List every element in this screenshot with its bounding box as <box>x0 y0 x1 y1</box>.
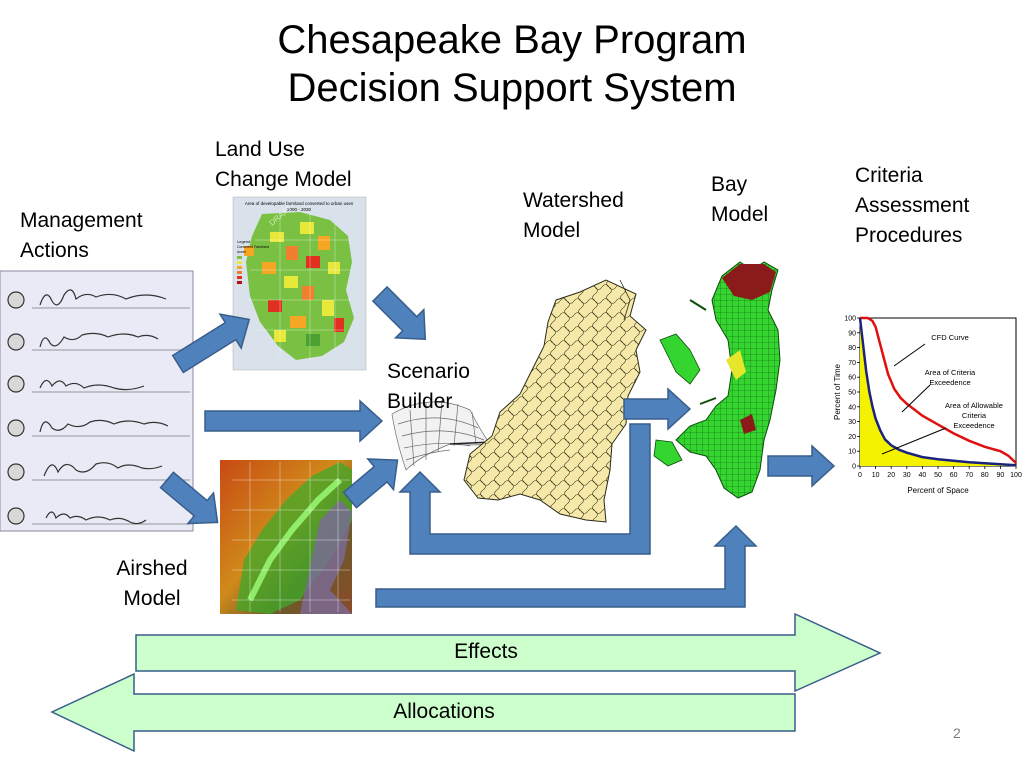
land-use-legend-title: Legend <box>237 239 250 244</box>
scenario-builder-mesh <box>391 399 493 471</box>
chart-xtick-label: 70 <box>965 472 973 479</box>
airshed-label-line1: Airshed <box>116 557 188 580</box>
management-label-line1: Management <box>20 209 143 232</box>
land-use-label-line2: Change Model <box>215 168 352 191</box>
management-label-line2: Actions <box>20 239 89 262</box>
criteria-label-line1: Criteria <box>855 164 923 187</box>
effects-label: Effects <box>454 640 518 663</box>
effects-band <box>135 612 882 693</box>
arrow-airshed-to-bay <box>375 524 758 608</box>
watershed-model-label: Watershed Model <box>523 186 624 246</box>
allocations-label: Allocations <box>393 700 495 723</box>
arrow-watershed-to-bay <box>623 387 692 431</box>
slide-title: Chesapeake Bay Program Decision Support … <box>0 16 1024 112</box>
chart-xtick-label: 100 <box>1010 472 1022 479</box>
chart-annotation-text: Area of Allowable <box>945 401 1003 410</box>
arrow-landuse-to-scenario <box>371 285 427 341</box>
management-actions-label: Management Actions <box>20 206 143 266</box>
cfd-chart: 0 10 20 30 40 50 60 70 80 90 100 0 10 20 30 40 50 60 70 80 9… <box>833 316 1022 496</box>
chart-series-line-1 <box>858 317 1017 467</box>
chart-xtick-label: 30 <box>903 472 911 479</box>
scenario-builder-label: Scenario Builder <box>387 357 470 417</box>
allocations-band <box>50 672 796 753</box>
page-number: 2 <box>953 725 961 741</box>
chart-yaxis-label: Percent of Time <box>833 363 842 420</box>
chart-xtick-label: 10 <box>872 472 880 479</box>
chart-annotation-leader <box>901 384 931 413</box>
airshed-label-line2: Model <box>123 587 181 610</box>
chart-xtick-label: 60 <box>950 472 958 479</box>
scenario-label-line2: Builder <box>387 390 453 413</box>
chart-annotation-text: Area of Criteria <box>925 368 976 377</box>
criteria-assessment-label: Criteria Assessment Procedures <box>855 161 969 251</box>
chart-xtick-label: 40 <box>919 472 927 479</box>
chart-ytick-label: 70 <box>848 360 856 367</box>
bay-label-line2: Model <box>711 203 769 226</box>
land-use-map-title: Area of developable farmland converted t… <box>245 201 354 206</box>
criteria-label-line2: Assessment <box>855 194 970 217</box>
signatures-image <box>0 270 194 532</box>
chart-ytick-label: 100 <box>844 316 856 323</box>
arrow-watershed-loop-to-scenario <box>398 423 651 555</box>
chart-annotation-leader <box>881 427 947 455</box>
land-use-legend-subtitle: Converted Farmland <box>237 245 269 249</box>
chart-ytick-label: 40 <box>848 404 856 411</box>
chart-ytick-label: 30 <box>848 419 856 426</box>
watershed-label-line2: Model <box>523 219 581 242</box>
land-use-label: Land Use Change Model <box>215 135 352 195</box>
chart-xtick-label: 50 <box>934 472 942 479</box>
chart-ytick-label: 80 <box>848 345 856 352</box>
chart-annotation-text: Exceedence <box>953 421 994 430</box>
chart-annotation-leader <box>893 343 926 367</box>
arrow-management-to-scenario <box>204 399 384 443</box>
bay-model-label: Bay Model <box>711 170 768 230</box>
chart-xtick-label: 20 <box>887 472 895 479</box>
bay-label-line1: Bay <box>711 173 748 196</box>
arrow-airshed-to-scenario <box>342 458 399 509</box>
chart-ytick-label: 10 <box>848 449 856 456</box>
chart-ytick-label: 20 <box>848 434 856 441</box>
land-use-legend-unit: Acres <box>237 250 246 254</box>
land-use-map-image: Area of developable farmland converted t… <box>232 196 367 371</box>
flow-arrows <box>159 285 836 608</box>
chart-ytick-label: 60 <box>848 375 856 382</box>
criteria-label-line3: Procedures <box>855 224 963 247</box>
chart-annotation-text: Criteria <box>962 411 987 420</box>
scenario-label-line1: Scenario <box>387 360 470 383</box>
chart-ytick-label: 50 <box>848 390 856 397</box>
chart-series-line-0 <box>860 316 1017 464</box>
chart-annotation-text: CFD Curve <box>931 333 969 342</box>
land-use-legend-swatches <box>237 256 242 284</box>
arrow-management-to-landuse <box>171 313 251 374</box>
airshed-model-label: Airshed Model <box>100 554 204 614</box>
airshed-map-image <box>220 460 352 614</box>
chart-allowable-fill <box>860 318 1016 466</box>
slide-title-line2: Decision Support System <box>287 66 737 110</box>
slide-title-line1: Chesapeake Bay Program <box>277 18 747 62</box>
land-use-label-line1: Land Use <box>215 138 305 161</box>
watershed-map-image <box>463 279 647 523</box>
chart-ytick-label: 0 <box>852 464 856 471</box>
chart-annotation-text: Exceedence <box>929 378 970 387</box>
chart-xtick-label: 90 <box>997 472 1005 479</box>
arrow-management-to-airshed <box>159 471 219 525</box>
chart-xaxis-label: Percent of Space <box>907 486 969 495</box>
chart-xtick-label: 80 <box>981 472 989 479</box>
chart-xtick-label: 0 <box>858 472 862 479</box>
land-use-map-subtitle: 2000 - 2030 <box>287 207 312 212</box>
bay-model-image <box>653 261 781 499</box>
watershed-label-line1: Watershed <box>523 189 624 212</box>
arrow-bay-to-criteria <box>767 444 836 488</box>
chart-ytick-label: 90 <box>848 330 856 337</box>
